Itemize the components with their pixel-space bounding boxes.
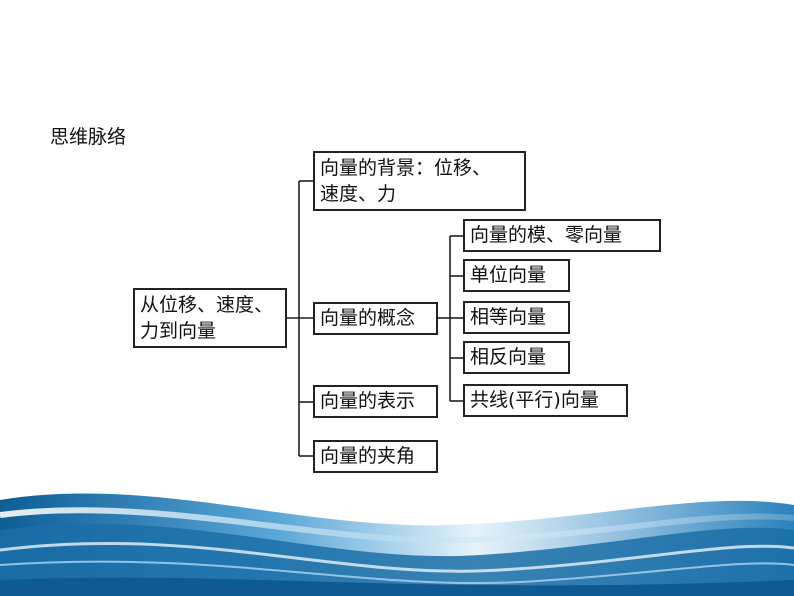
node-angle-label: 向量的夹角: [320, 445, 416, 467]
node-opposite-vectors-label: 相反向量: [470, 346, 547, 368]
node-equal-vectors: 相等向量: [463, 301, 570, 334]
node-representation: 向量的表示: [313, 385, 438, 418]
node-unit-vector-label: 单位向量: [470, 264, 547, 286]
node-magnitude-zero: 向量的模、零向量: [463, 219, 661, 252]
node-magnitude-zero-label: 向量的模、零向量: [470, 224, 623, 246]
diagram-heading: 思维脉络: [50, 126, 127, 148]
node-concept-label: 向量的概念: [320, 307, 416, 329]
node-background-line1: 向量的背景：位移、: [320, 157, 492, 179]
node-collinear-vectors: 共线(平行)向量: [463, 384, 628, 417]
node-angle: 向量的夹角: [313, 440, 438, 473]
node-background-line2: 速度、力: [320, 183, 397, 205]
node-background: 向量的背景：位移、 速度、力: [313, 151, 526, 211]
node-concept: 向量的概念: [313, 302, 438, 335]
node-root-line1: 从位移、速度、: [140, 294, 274, 316]
node-opposite-vectors: 相反向量: [463, 341, 570, 374]
node-root-line2: 力到向量: [140, 320, 217, 342]
node-representation-label: 向量的表示: [320, 390, 416, 412]
node-unit-vector: 单位向量: [463, 259, 570, 292]
node-root: 从位移、速度、 力到向量: [133, 288, 287, 348]
node-equal-vectors-label: 相等向量: [470, 306, 547, 328]
decorative-wave-background: [0, 493, 794, 596]
node-collinear-vectors-label: 共线(平行)向量: [470, 389, 599, 411]
